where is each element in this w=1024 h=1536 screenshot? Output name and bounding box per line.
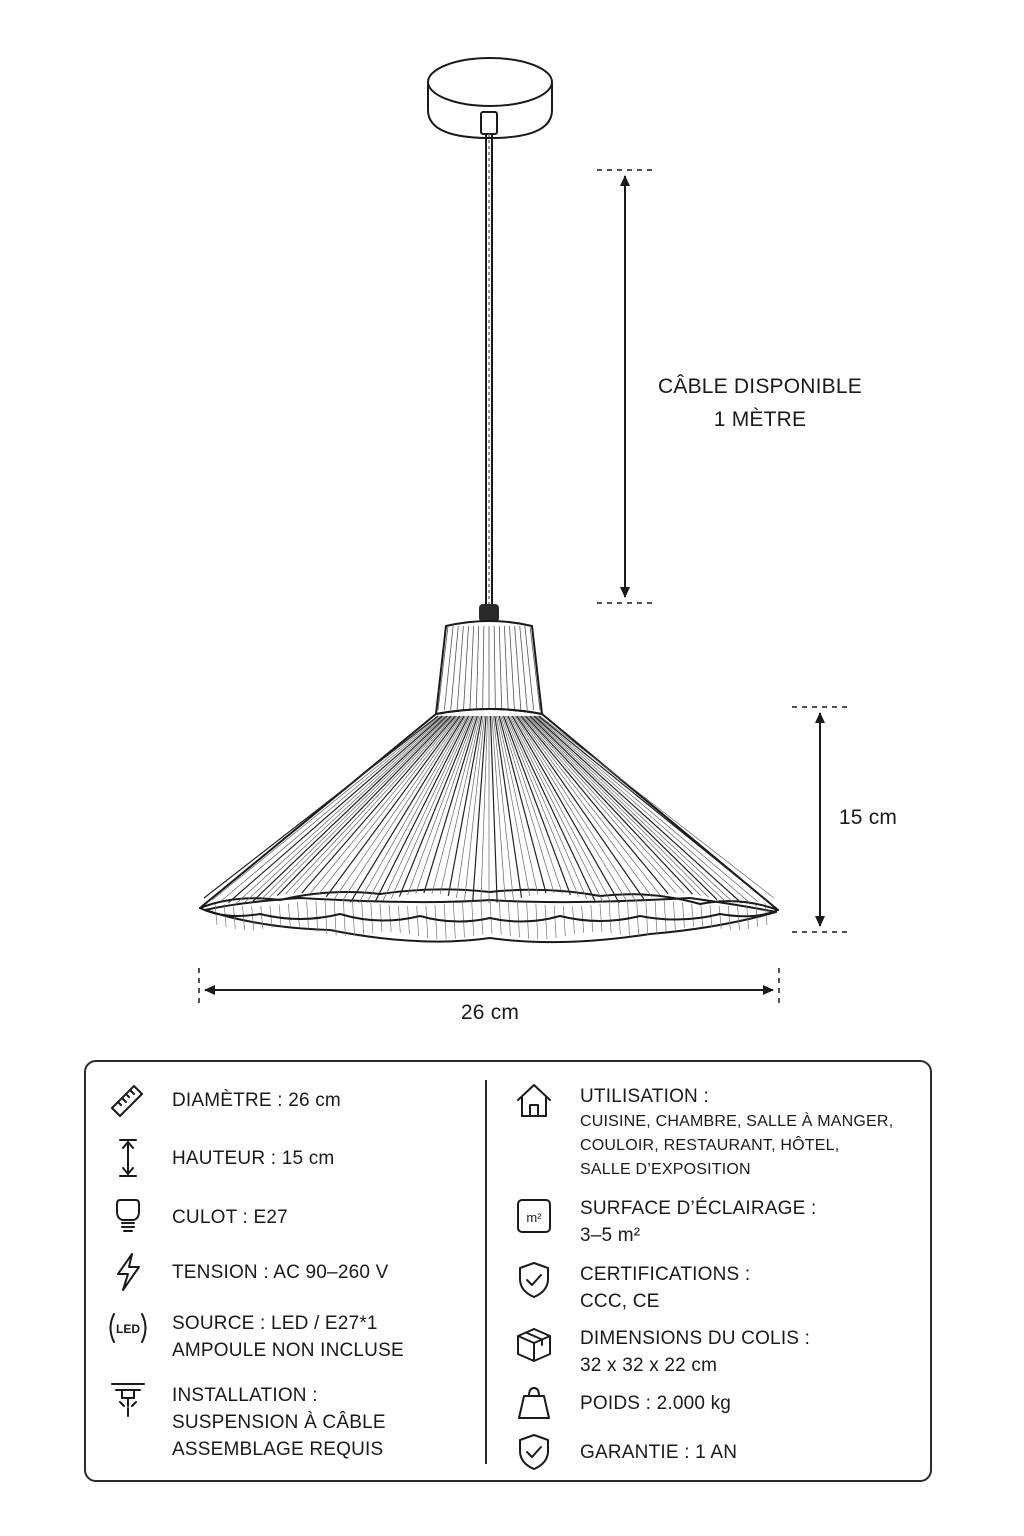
spec-box: DIAMÈTRE : 26 cm HAUTEUR : 15 cm CULOT :… [84,1060,932,1482]
cable-dimension [597,169,655,604]
spec-certifications-line2: CCC, CE [580,1291,660,1312]
bulb-socket-icon [116,1199,140,1232]
cable-label-line1: CÂBLE DISPONIBLE [658,375,862,398]
cable-label: CÂBLE DISPONIBLE 1 MÈTRE [640,370,880,436]
shield-check-icon [519,1262,549,1298]
spec-warranty: GARANTIE : 1 AN [580,1439,737,1466]
spec-diameter-value: 26 cm [288,1090,341,1111]
spec-lighting-area-line2: 3–5 m² [580,1225,641,1246]
pendant-lamp-drawing [198,57,850,1008]
svg-text:LED: LED [116,1322,140,1336]
ceiling-mount-icon [111,1383,145,1417]
ruler-icon [111,1085,143,1117]
spec-weight: POIDS : 2.000 kg [580,1390,731,1417]
height-dimension [792,706,850,933]
spec-package-dimensions-label: DIMENSIONS DU COLIS : [580,1328,811,1349]
spec-warranty-label: GARANTIE : [580,1442,690,1463]
spec-height-label: HAUTEUR : [172,1148,277,1169]
spec-usage-line2: CUISINE, CHAMBRE, SALLE À MANGER, [580,1113,894,1130]
spec-certifications-label: CERTIFICATIONS : [580,1264,751,1285]
spec-socket-label: CULOT : [172,1207,249,1228]
lightning-icon [117,1253,140,1291]
spec-weight-value: 2.000 kg [656,1393,732,1414]
spec-usage-line3: COULOIR, RESTAURANT, HÔTEL, [580,1137,840,1154]
spec-lighting-area: SURFACE D’ÉCLAIRAGE : 3–5 m² [580,1195,816,1249]
area-m2-icon: m² [517,1199,551,1233]
spec-weight-label: POIDS : [580,1393,652,1414]
spec-installation-line3: ASSEMBLAGE REQUIS [172,1439,384,1460]
cable-label-line2: 1 MÈTRE [713,408,807,431]
spec-source-value: LED / E27*1 [270,1313,378,1334]
spec-socket: CULOT : E27 [172,1204,288,1231]
spec-lighting-area-label: SURFACE D’ÉCLAIRAGE : [580,1198,817,1219]
ceiling-canopy [427,57,553,139]
spec-voltage-label: TENSION : [172,1262,269,1283]
height-label: 15 cm [838,806,898,829]
spec-source-line2: AMPOULE NON INCLUSE [172,1340,404,1361]
spec-usage-line4: SALLE D’EXPOSITION [580,1161,751,1178]
lamp-shade [199,604,779,944]
spec-voltage: TENSION : AC 90–260 V [172,1259,388,1286]
package-box-icon [517,1328,551,1362]
width-label: 26 cm [460,1001,520,1024]
spec-installation-label: INSTALLATION : [172,1385,318,1406]
spec-voltage-value: AC 90–260 V [273,1262,389,1283]
svg-text:m²: m² [526,1210,542,1225]
spec-certifications: CERTIFICATIONS : CCC, CE [580,1261,750,1315]
width-dimension [198,968,780,1008]
spec-package-dimensions-line2: 32 x 32 x 22 cm [580,1355,718,1376]
spec-source-label: SOURCE : [172,1313,266,1334]
spec-divider [485,1080,487,1464]
cable [485,134,493,606]
spec-diameter: DIAMÈTRE : 26 cm [172,1087,341,1114]
weight-icon [518,1387,550,1419]
shield-check-icon [519,1434,549,1470]
spec-socket-value: E27 [253,1207,288,1228]
spec-height-value: 15 cm [281,1148,335,1169]
house-icon [517,1084,551,1117]
spec-usage: UTILISATION : CUISINE, CHAMBRE, SALLE À … [580,1083,893,1182]
height-arrow-icon [119,1139,137,1177]
spec-installation-line2: SUSPENSION À CÂBLE [172,1412,386,1433]
spec-package-dimensions: DIMENSIONS DU COLIS : 32 x 32 x 22 cm [580,1325,810,1379]
spec-source: SOURCE : LED / E27*1 AMPOULE NON INCLUSE [172,1310,404,1364]
spec-usage-label: UTILISATION : [580,1086,709,1107]
spec-height: HAUTEUR : 15 cm [172,1145,334,1172]
spec-warranty-value: 1 AN [695,1442,738,1463]
spec-installation: INSTALLATION : SUSPENSION À CÂBLE ASSEMB… [172,1382,386,1463]
led-icon: LED [109,1313,147,1343]
spec-diameter-label: DIAMÈTRE : [172,1090,283,1111]
